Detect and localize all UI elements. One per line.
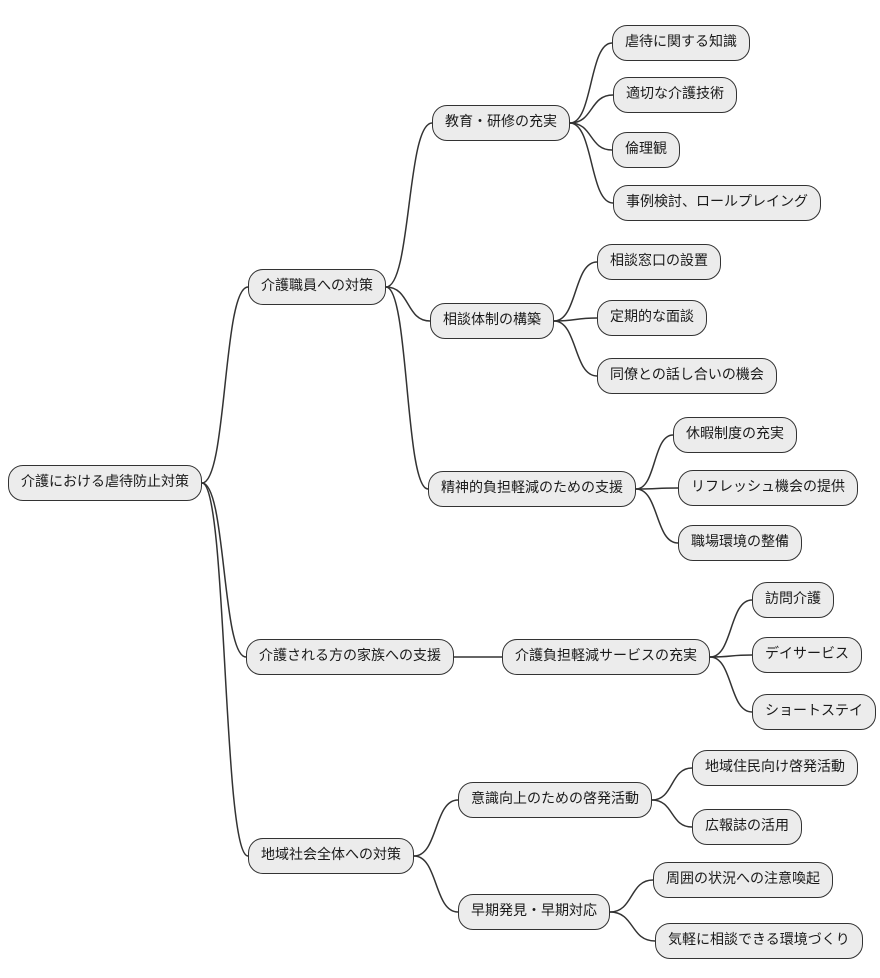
node-care-services: 介護負担軽減サービスの充実: [502, 639, 710, 675]
node-root: 介護における虐待防止対策: [8, 465, 202, 501]
node-early-response: 早期発見・早期対応: [458, 894, 610, 930]
node-ethics: 倫理観: [612, 132, 680, 168]
node-resident-awareness: 地域住民向け啓発活動: [692, 750, 858, 786]
node-pr-magazine: 広報誌の活用: [692, 809, 802, 845]
node-staff-measures: 介護職員への対策: [248, 269, 386, 305]
node-easy-consult-env: 気軽に相談できる環境づくり: [655, 923, 863, 959]
node-regular-interviews: 定期的な面談: [597, 300, 707, 336]
node-case-roleplay: 事例検討、ロールプレイング: [613, 185, 821, 221]
node-short-stay: ショートステイ: [752, 694, 876, 730]
node-education-training: 教育・研修の充実: [432, 105, 570, 141]
node-leave-system: 休暇制度の充実: [673, 417, 797, 453]
node-abuse-knowledge: 虐待に関する知識: [612, 25, 750, 61]
node-community-measures: 地域社会全体への対策: [248, 838, 414, 874]
node-workplace-env: 職場環境の整備: [678, 525, 802, 561]
node-mental-support: 精神的負担軽減のための支援: [428, 471, 636, 507]
node-consult-system: 相談体制の構築: [430, 303, 554, 339]
node-refresh-chance: リフレッシュ機会の提供: [678, 470, 858, 506]
node-visit-care: 訪問介護: [752, 582, 834, 618]
node-care-skills: 適切な介護技術: [613, 77, 737, 113]
node-family-support: 介護される方の家族への支援: [246, 639, 454, 675]
node-peer-talk: 同僚との話し合いの機会: [597, 358, 777, 394]
node-consult-desk: 相談窓口の設置: [597, 244, 721, 280]
node-day-service: デイサービス: [752, 637, 862, 673]
node-surroundings-alert: 周囲の状況への注意喚起: [653, 862, 833, 898]
node-awareness-activity: 意識向上のための啓発活動: [458, 782, 652, 818]
